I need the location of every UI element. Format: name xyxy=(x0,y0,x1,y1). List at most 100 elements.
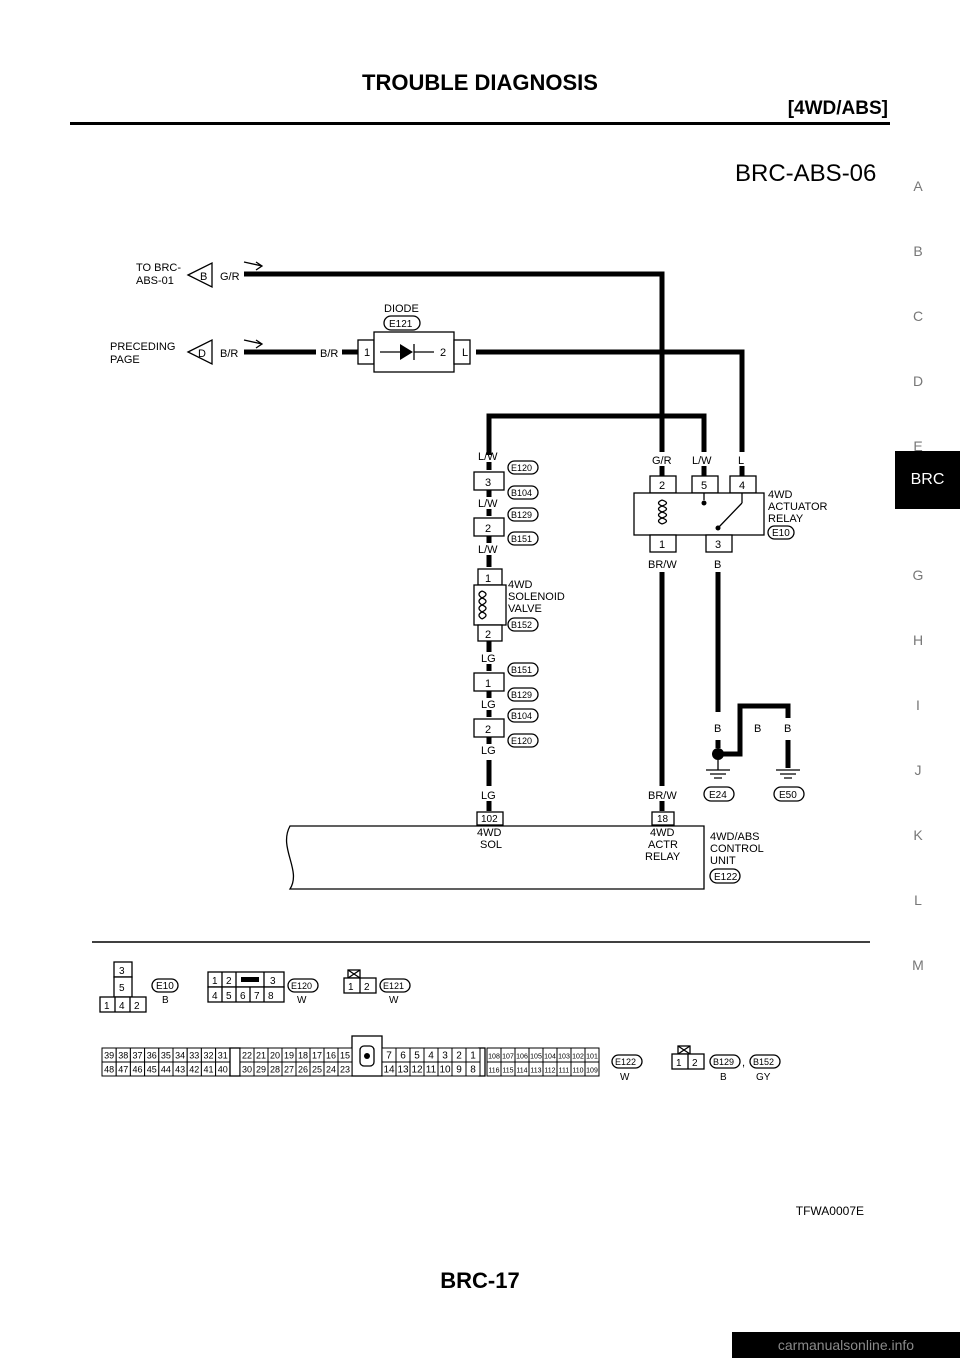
chain-conn-b104b: B104 xyxy=(511,711,532,721)
e122-pin-label: 23 xyxy=(340,1065,350,1075)
side-tab-c[interactable]: C xyxy=(912,308,924,324)
side-tab-m[interactable]: M xyxy=(912,957,924,973)
e122-pin-label: 43 xyxy=(175,1065,185,1075)
e122-pin-label: 46 xyxy=(132,1065,142,1075)
b129-pin-1: 1 xyxy=(676,1058,682,1069)
unit-sol-1: 4WD xyxy=(477,827,502,839)
sol-label-1: 4WD xyxy=(508,579,533,591)
chain-conn-e120: E120 xyxy=(511,463,532,473)
chain-conn-b151b: B151 xyxy=(511,665,532,675)
e121-color: W xyxy=(389,995,399,1006)
header-rule xyxy=(70,122,890,125)
unit-term-102: 102 xyxy=(481,814,498,825)
to-brc-label-1: TO BRC- xyxy=(136,262,181,274)
unit-actr-3: RELAY xyxy=(645,851,681,863)
e122-pin-label: 113 xyxy=(530,1068,541,1075)
e122-pin-label: 30 xyxy=(242,1065,252,1075)
e122-pin-label: 26 xyxy=(298,1065,308,1075)
page-subtitle: [4WD/ABS] xyxy=(787,98,888,119)
relay-conn-e10: E10 xyxy=(772,528,790,539)
side-tab-h[interactable]: H xyxy=(912,632,924,648)
e10-name: E10 xyxy=(156,981,174,992)
relay-pin-1: 1 xyxy=(659,539,665,551)
side-tab-i[interactable]: I xyxy=(916,697,920,713)
connector-e10: 3 5 1 4 2 E10 B xyxy=(99,961,179,1013)
e122-name: E122 xyxy=(615,1057,636,1067)
e122-pin-cell xyxy=(584,1061,600,1077)
side-tab-b[interactable]: B xyxy=(913,243,923,259)
preceding-page-feed: PRECEDING PAGE D B/R B/R xyxy=(110,338,358,366)
ground-e24: E24 xyxy=(709,790,727,801)
side-tab-a[interactable]: A xyxy=(913,178,923,194)
diode-pin1: 1 xyxy=(364,347,370,359)
e120-pin-6: 6 xyxy=(240,991,246,1002)
e122-pin-label: 7 xyxy=(386,1051,392,1062)
relay-wire-gr: G/R xyxy=(652,455,672,467)
e122-pin-label: 47 xyxy=(118,1065,128,1075)
e122-pin-label: 29 xyxy=(256,1065,266,1075)
b129-sep: , xyxy=(742,1057,745,1069)
relay-label-1: 4WD xyxy=(768,489,793,501)
e122-pin-label: 44 xyxy=(161,1065,171,1075)
e120-pin-3: 3 xyxy=(270,976,276,987)
e122-pin-cell xyxy=(337,1061,353,1077)
e120-pin-8: 8 xyxy=(268,991,274,1002)
solenoid-chain: L/W E120 3 B104 L/W B129 2 B151 L/W 1 2 … xyxy=(473,451,565,826)
preceding-conn: D xyxy=(198,348,206,360)
e122-pin-label: 16 xyxy=(326,1051,336,1061)
unit-conn-e122: E122 xyxy=(714,872,738,883)
e122-pin-label: 115 xyxy=(502,1068,513,1075)
unit-name-1: 4WD/ABS xyxy=(710,831,760,843)
e122-pin-label: 116 xyxy=(488,1068,499,1075)
e122-pin-label: 106 xyxy=(516,1054,528,1061)
e122-pin-label: 41 xyxy=(203,1065,213,1075)
e122-pin-label: 10 xyxy=(439,1065,451,1076)
grounds: B B B E24 E50 xyxy=(703,703,805,802)
side-tab-j[interactable]: J xyxy=(914,762,922,778)
e122-pin-label: 22 xyxy=(242,1051,252,1061)
chain-pin-3: 3 xyxy=(485,477,491,489)
e122-pin-label: 48 xyxy=(104,1065,114,1075)
e122-pin-label: 35 xyxy=(161,1051,171,1061)
side-tab-e[interactable]: E xyxy=(913,438,923,454)
watermark: carmanualsonline.info xyxy=(732,1332,960,1358)
side-tab-g[interactable]: G xyxy=(912,567,924,583)
preceding-wire: B/R xyxy=(220,348,238,360)
wire-gr xyxy=(244,271,665,452)
unit-name-3: UNIT xyxy=(710,855,736,867)
e122-pin-label: 24 xyxy=(326,1065,336,1075)
connector-flag xyxy=(186,261,213,289)
figure-code: TFWA0007E xyxy=(795,1204,864,1218)
e122-pin-label: 2 xyxy=(456,1051,462,1062)
sol-label-2: SOLENOID xyxy=(508,591,565,603)
e120-pin-4: 4 xyxy=(212,991,218,1002)
e122-pin-label: 38 xyxy=(118,1051,128,1061)
actuator-relay: G/R L/W L 2 5 4 1 3 4WD ACTUATOR RELAY E… xyxy=(633,455,828,826)
diode-label: DIODE xyxy=(384,303,419,315)
e122-pin-label: 9 xyxy=(456,1065,462,1076)
side-tab-k[interactable]: K xyxy=(913,827,923,843)
diode-wire-in: B/R xyxy=(320,348,338,360)
chain-conn-b129b: B129 xyxy=(511,690,532,700)
chain-pin-2a: 2 xyxy=(485,523,491,535)
relay-pin-3: 3 xyxy=(715,539,721,551)
e10-pin-5: 5 xyxy=(119,983,125,994)
connector-e121: 1 2 E121 W xyxy=(343,969,411,1006)
relay-pin-5: 5 xyxy=(701,480,707,492)
e10-pin-1: 1 xyxy=(104,1001,110,1012)
e122-pin-label: 103 xyxy=(558,1054,570,1061)
relay-wire-b: B xyxy=(714,559,721,571)
e122-pin-label: 20 xyxy=(270,1051,280,1061)
b129-name: B129 xyxy=(713,1057,734,1067)
side-tab-l[interactable]: L xyxy=(914,892,922,908)
sol-pin-2: 2 xyxy=(485,629,491,641)
diode-conn: E121 xyxy=(389,319,413,330)
e122-pin-label: 101 xyxy=(586,1054,598,1061)
side-tab-brc[interactable]: BRC xyxy=(895,451,960,509)
side-tab-d[interactable]: D xyxy=(912,373,924,389)
relay-pin-2: 2 xyxy=(659,480,665,492)
relay-label-2: ACTUATOR xyxy=(768,501,828,513)
e122-pin-label: 6 xyxy=(400,1051,406,1062)
e121-pin-2: 2 xyxy=(364,982,370,993)
